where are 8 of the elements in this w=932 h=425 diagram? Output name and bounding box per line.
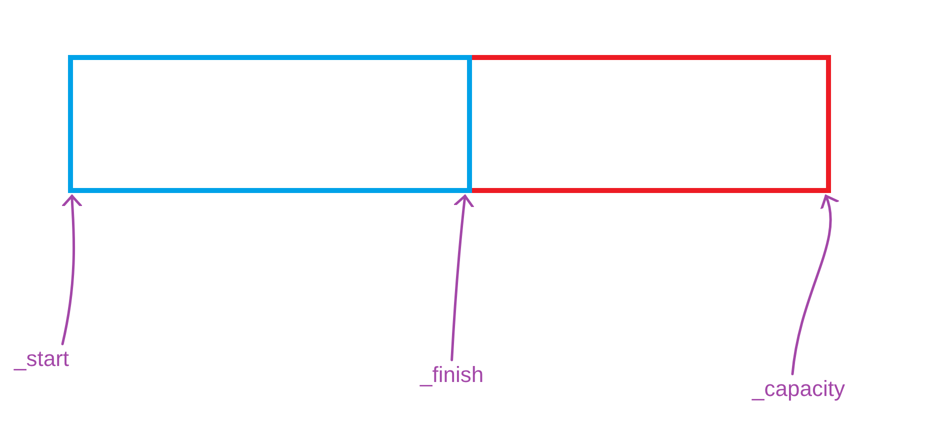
used-region (68, 55, 472, 193)
pointer-label: _finish (420, 362, 484, 388)
pointer-label: _capacity (752, 376, 845, 402)
pointer-label: _start (14, 346, 70, 372)
memory-block (68, 55, 831, 193)
arrow (450, 194, 474, 362)
arrow (791, 194, 839, 376)
arrow (61, 194, 83, 346)
